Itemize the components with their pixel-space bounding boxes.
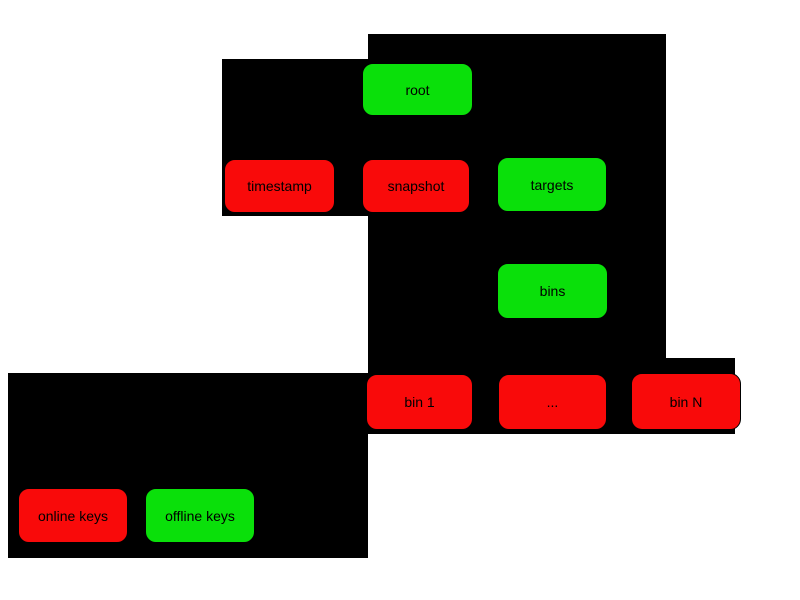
node-bins: bins bbox=[497, 263, 608, 319]
node-bin-1-label: bin 1 bbox=[404, 394, 435, 410]
legend-offline-keys: offline keys bbox=[145, 488, 255, 543]
node-root-label: root bbox=[405, 81, 430, 98]
legend-offline-keys-label: offline keys bbox=[165, 507, 235, 524]
legend-online-keys: online keys bbox=[18, 488, 128, 543]
node-snapshot: snapshot bbox=[362, 159, 470, 213]
node-snapshot-label: snapshot bbox=[387, 178, 445, 194]
node-bin-1: bin 1 bbox=[366, 374, 473, 430]
node-targets-label: targets bbox=[530, 176, 574, 193]
node-timestamp-label: timestamp bbox=[247, 178, 312, 194]
node-bins-label: bins bbox=[539, 283, 566, 299]
legend-online-keys-label: online keys bbox=[37, 507, 109, 524]
node-bin-n-label: bin N bbox=[669, 393, 703, 410]
node-bin-n: bin N bbox=[631, 373, 741, 430]
node-root: root bbox=[362, 63, 473, 116]
node-bin-ellipsis-label: ... bbox=[546, 394, 559, 410]
node-timestamp: timestamp bbox=[224, 159, 335, 213]
node-bin-ellipsis: ... bbox=[498, 374, 607, 430]
node-targets: targets bbox=[497, 157, 607, 212]
